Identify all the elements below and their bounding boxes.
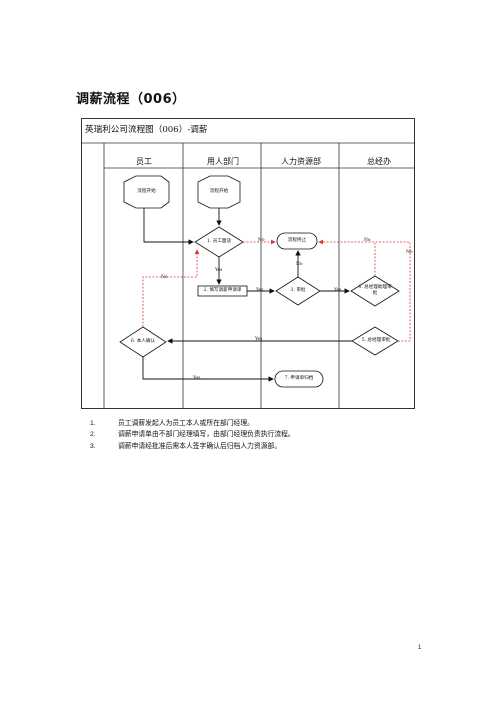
- gm-approve-shape: [351, 326, 399, 356]
- edge-label-yes-hr: Yes: [334, 288, 342, 293]
- fill-form-label: 2. 填写调薪申请单: [203, 288, 242, 293]
- note-number: 2.: [90, 431, 96, 439]
- start-employee-shape: [123, 175, 170, 209]
- note-item: 1. 员工调薪发起人为员工本人或所在部门经理。: [90, 418, 295, 429]
- edge-label-no-confirm: No: [161, 275, 168, 280]
- note-text: 员工调薪发起人为员工本人或所在部门经理。: [118, 419, 254, 427]
- edge-gm-approve-no-to-end: [376, 241, 411, 342]
- lane-header-employee: 员工: [136, 157, 152, 166]
- employee-apply-label: 1. 员工面谈: [206, 239, 232, 244]
- start-employee-label: 流程开始: [137, 189, 156, 194]
- note-text: 调薪申请单由不部门经理填写，由部门经理负责执行流程。: [118, 430, 295, 439]
- edge-label-yes-apply: Yes: [215, 268, 223, 273]
- note-number: 1.: [90, 420, 96, 427]
- start-dept-shape: [197, 175, 241, 209]
- hr-review-shape: [275, 276, 321, 306]
- lane-header-gm: 总经办: [367, 157, 391, 166]
- start-dept-label: 流程开始: [209, 189, 229, 194]
- end-label: 流程终止: [287, 238, 307, 243]
- note-item: 2. 调薪申请单由不部门经理填写，由部门经理负责执行流程。: [90, 429, 295, 440]
- edge-label-yes-confirm: Yes: [193, 376, 201, 381]
- hr-review-label: 3. 审批: [290, 288, 306, 293]
- lane-header-department: 用人部门: [207, 157, 239, 166]
- edge-start-emp-to-apply: [143, 208, 194, 245]
- edge-gm-no-to-end: [318, 239, 376, 276]
- employee-confirm-label: 6. 本人确认: [130, 339, 156, 344]
- notes-list: 1. 员工调薪发起人为员工本人或所在部门经理。 2. 调薪申请单由不部门经理填写，由…: [90, 418, 295, 452]
- archive-label: 7. 申请单归档: [284, 376, 314, 381]
- edge-label-no-gm: No: [364, 238, 371, 243]
- end-shape: [276, 232, 318, 250]
- note-number: 3.: [90, 442, 96, 450]
- edge-label-no-hr: No: [296, 262, 303, 267]
- edge-label-yes-gm-approve: Yes: [255, 337, 263, 342]
- page-number: 1: [418, 645, 422, 651]
- edge-confirm-no-to-apply: [142, 249, 200, 327]
- document-title: 调薪流程（006）: [76, 92, 186, 107]
- edge-label-no-apply: No: [258, 238, 265, 243]
- edge-label-yes-form: Yes: [256, 288, 264, 293]
- note-item: 3. 调薪申请经批准后需本人签字确认后归档人力资源部。: [90, 441, 295, 452]
- edge-confirm-to-archive: [142, 357, 274, 382]
- gm-review-shape: [350, 275, 400, 307]
- gm-review-label: 4. 总经理助理审批: [358, 285, 392, 296]
- flowchart-title: 英瑞利公司流程图（006）-调薪: [85, 125, 208, 135]
- lane-header-hr: 人力资源部: [281, 157, 321, 166]
- archive-shape: [274, 370, 324, 388]
- gm-approve-label: 5. 总经理审批: [361, 338, 391, 343]
- flowchart-frame: [81, 118, 415, 409]
- note-text: 调薪申请经批准后需本人签字确认后归档人力资源部。: [118, 441, 282, 450]
- edge-label-no-gm-right: No: [406, 250, 413, 255]
